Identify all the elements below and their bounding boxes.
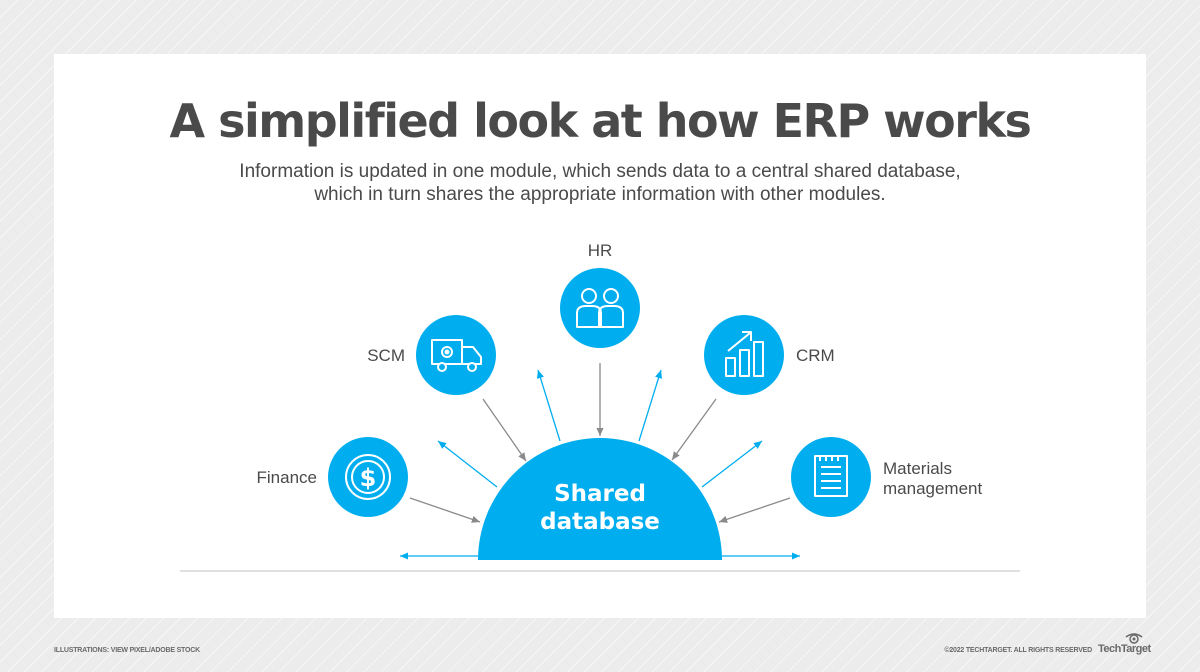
arrow-db-out-right-top — [638, 369, 663, 442]
subtitle-line-1: Information is updated in one module, wh… — [239, 161, 961, 182]
module-finance: $ Finance — [257, 437, 408, 517]
module-materials-management: Materials management — [791, 437, 983, 517]
incoming-arrows — [409, 363, 791, 523]
module-hr: HR — [560, 241, 640, 348]
arrow-db-out-left-mid — [437, 440, 498, 488]
subtitle-line-2: which in turn shares the appropriate inf… — [314, 184, 886, 205]
arrow-db-out-left-top — [536, 369, 561, 442]
shared-database-hub: Shared database — [478, 438, 722, 560]
techtarget-logo-icon — [1125, 633, 1143, 644]
crm-label: CRM — [796, 346, 835, 365]
document-list-icon — [814, 455, 848, 497]
module-crm: CRM — [704, 315, 835, 395]
arrow-materials-to-db — [718, 497, 791, 523]
hr-label: HR — [588, 241, 613, 260]
module-scm: SCM — [367, 315, 496, 395]
illustration-credit: ILLUSTRATIONS: VIEW PIXEL/ADOBE STOCK — [54, 647, 200, 654]
copyright-notice: ©2022 TECHTARGET. ALL RIGHTS RESERVED — [944, 647, 1092, 654]
arrow-scm-to-db — [482, 398, 527, 462]
arrow-db-out-right-mid — [701, 440, 763, 488]
hub-label-line-2: database — [540, 509, 660, 535]
brand-name: TechTarget — [1098, 643, 1151, 655]
delivery-truck-icon — [431, 339, 482, 372]
scm-label: SCM — [367, 346, 405, 365]
dollar-coin-icon: $ — [345, 454, 391, 500]
materials-label-line-2: management — [883, 479, 983, 498]
hub-label-line-1: Shared — [554, 481, 646, 507]
svg-text:$: $ — [360, 464, 377, 492]
page-title: A simplified look at how ERP works — [169, 94, 1032, 148]
growth-chart-icon — [725, 331, 764, 377]
subtitle: Information is updated in one module, wh… — [0, 160, 1200, 206]
outgoing-arrows — [400, 369, 800, 560]
materials-label-line-1: Materials — [883, 459, 952, 478]
shared-database-shape — [478, 438, 722, 560]
finance-label: Finance — [257, 468, 317, 487]
arrow-crm-to-db — [671, 398, 717, 461]
arrow-finance-to-db — [409, 497, 481, 523]
people-icon — [576, 288, 624, 328]
